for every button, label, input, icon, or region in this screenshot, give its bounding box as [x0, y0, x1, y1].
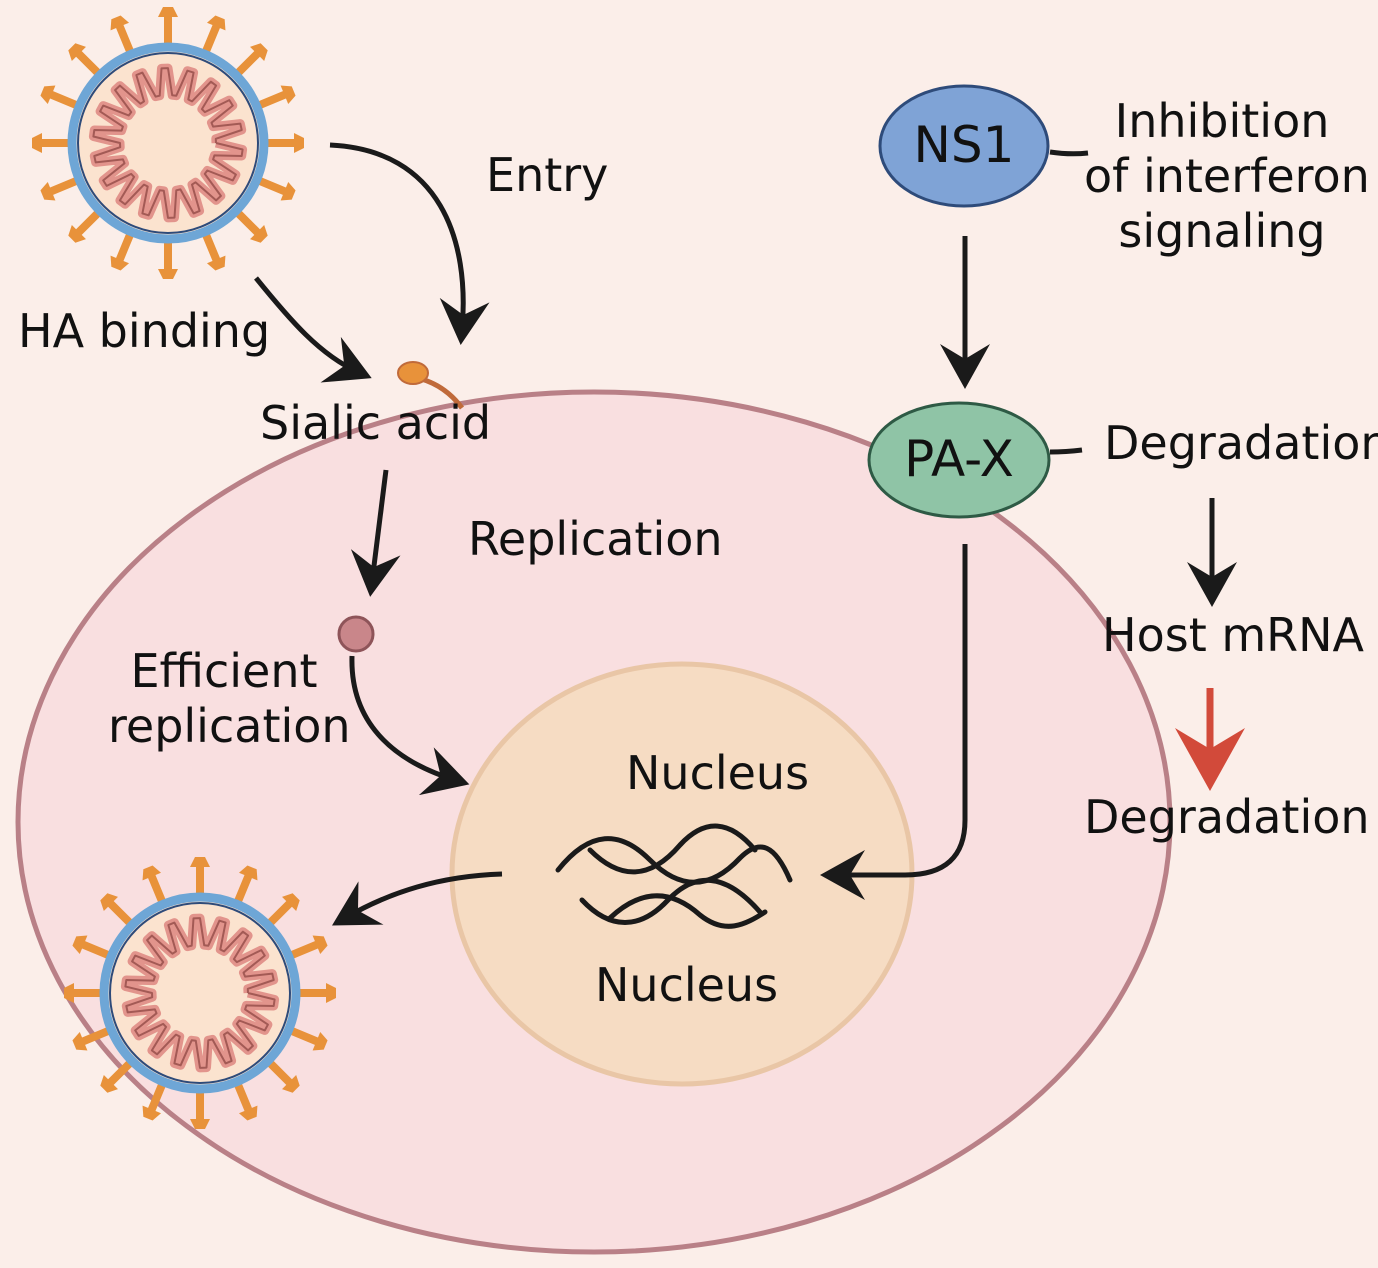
sialic-acid-label: Sialic acid: [260, 396, 492, 450]
nucleus-to-virus-arrow: [332, 871, 503, 926]
sialic-acid-receptor-icon: [397, 361, 465, 410]
ns1-inhibition-connector: [1049, 149, 1089, 157]
inhibition-line-1: Inhibition: [1114, 94, 1330, 148]
pax-to-nucleus-arrow: [820, 544, 968, 900]
entry-arrow: [329, 142, 490, 345]
inhibition-line-2: of interferon: [1084, 149, 1370, 204]
pax-degradation-connector: [1049, 447, 1083, 455]
entry-label: Entry: [486, 148, 609, 202]
rna-strands-icon: [555, 823, 793, 929]
internalized-receptor-icon: [337, 615, 375, 653]
ns1-node: [878, 84, 1050, 208]
sialic-to-replication-arrow: [350, 469, 401, 597]
degradation-bottom-label: Degradation: [1084, 790, 1370, 844]
host-mrna-label: Host mRNA: [1102, 608, 1365, 662]
pax-label: PA-X: [904, 430, 1014, 488]
efficient-replication-line-2: replication: [108, 699, 351, 754]
nucleus-top-label: Nucleus: [626, 746, 810, 800]
efficient-replication-label: Efficient replication: [108, 644, 351, 754]
ha-binding-arrow: [254, 276, 372, 383]
degradation-top-label: Degradation: [1104, 416, 1378, 470]
replication-label: Replication: [468, 512, 723, 566]
efficient-replication-line-1: Efficient: [130, 644, 318, 698]
nucleus-bottom-label: Nucleus: [595, 958, 779, 1012]
pax-node: [867, 401, 1051, 519]
virus-icon: [64, 857, 336, 1129]
virus-icon: [32, 7, 304, 279]
efficient-replication-arrow: [349, 655, 470, 796]
inhibition-label: Inhibition of interferon signaling: [1084, 94, 1370, 260]
inhibition-line-3: signaling: [1118, 204, 1326, 259]
ha-binding-label: HA binding: [18, 304, 271, 358]
ns1-label: NS1: [913, 116, 1015, 174]
